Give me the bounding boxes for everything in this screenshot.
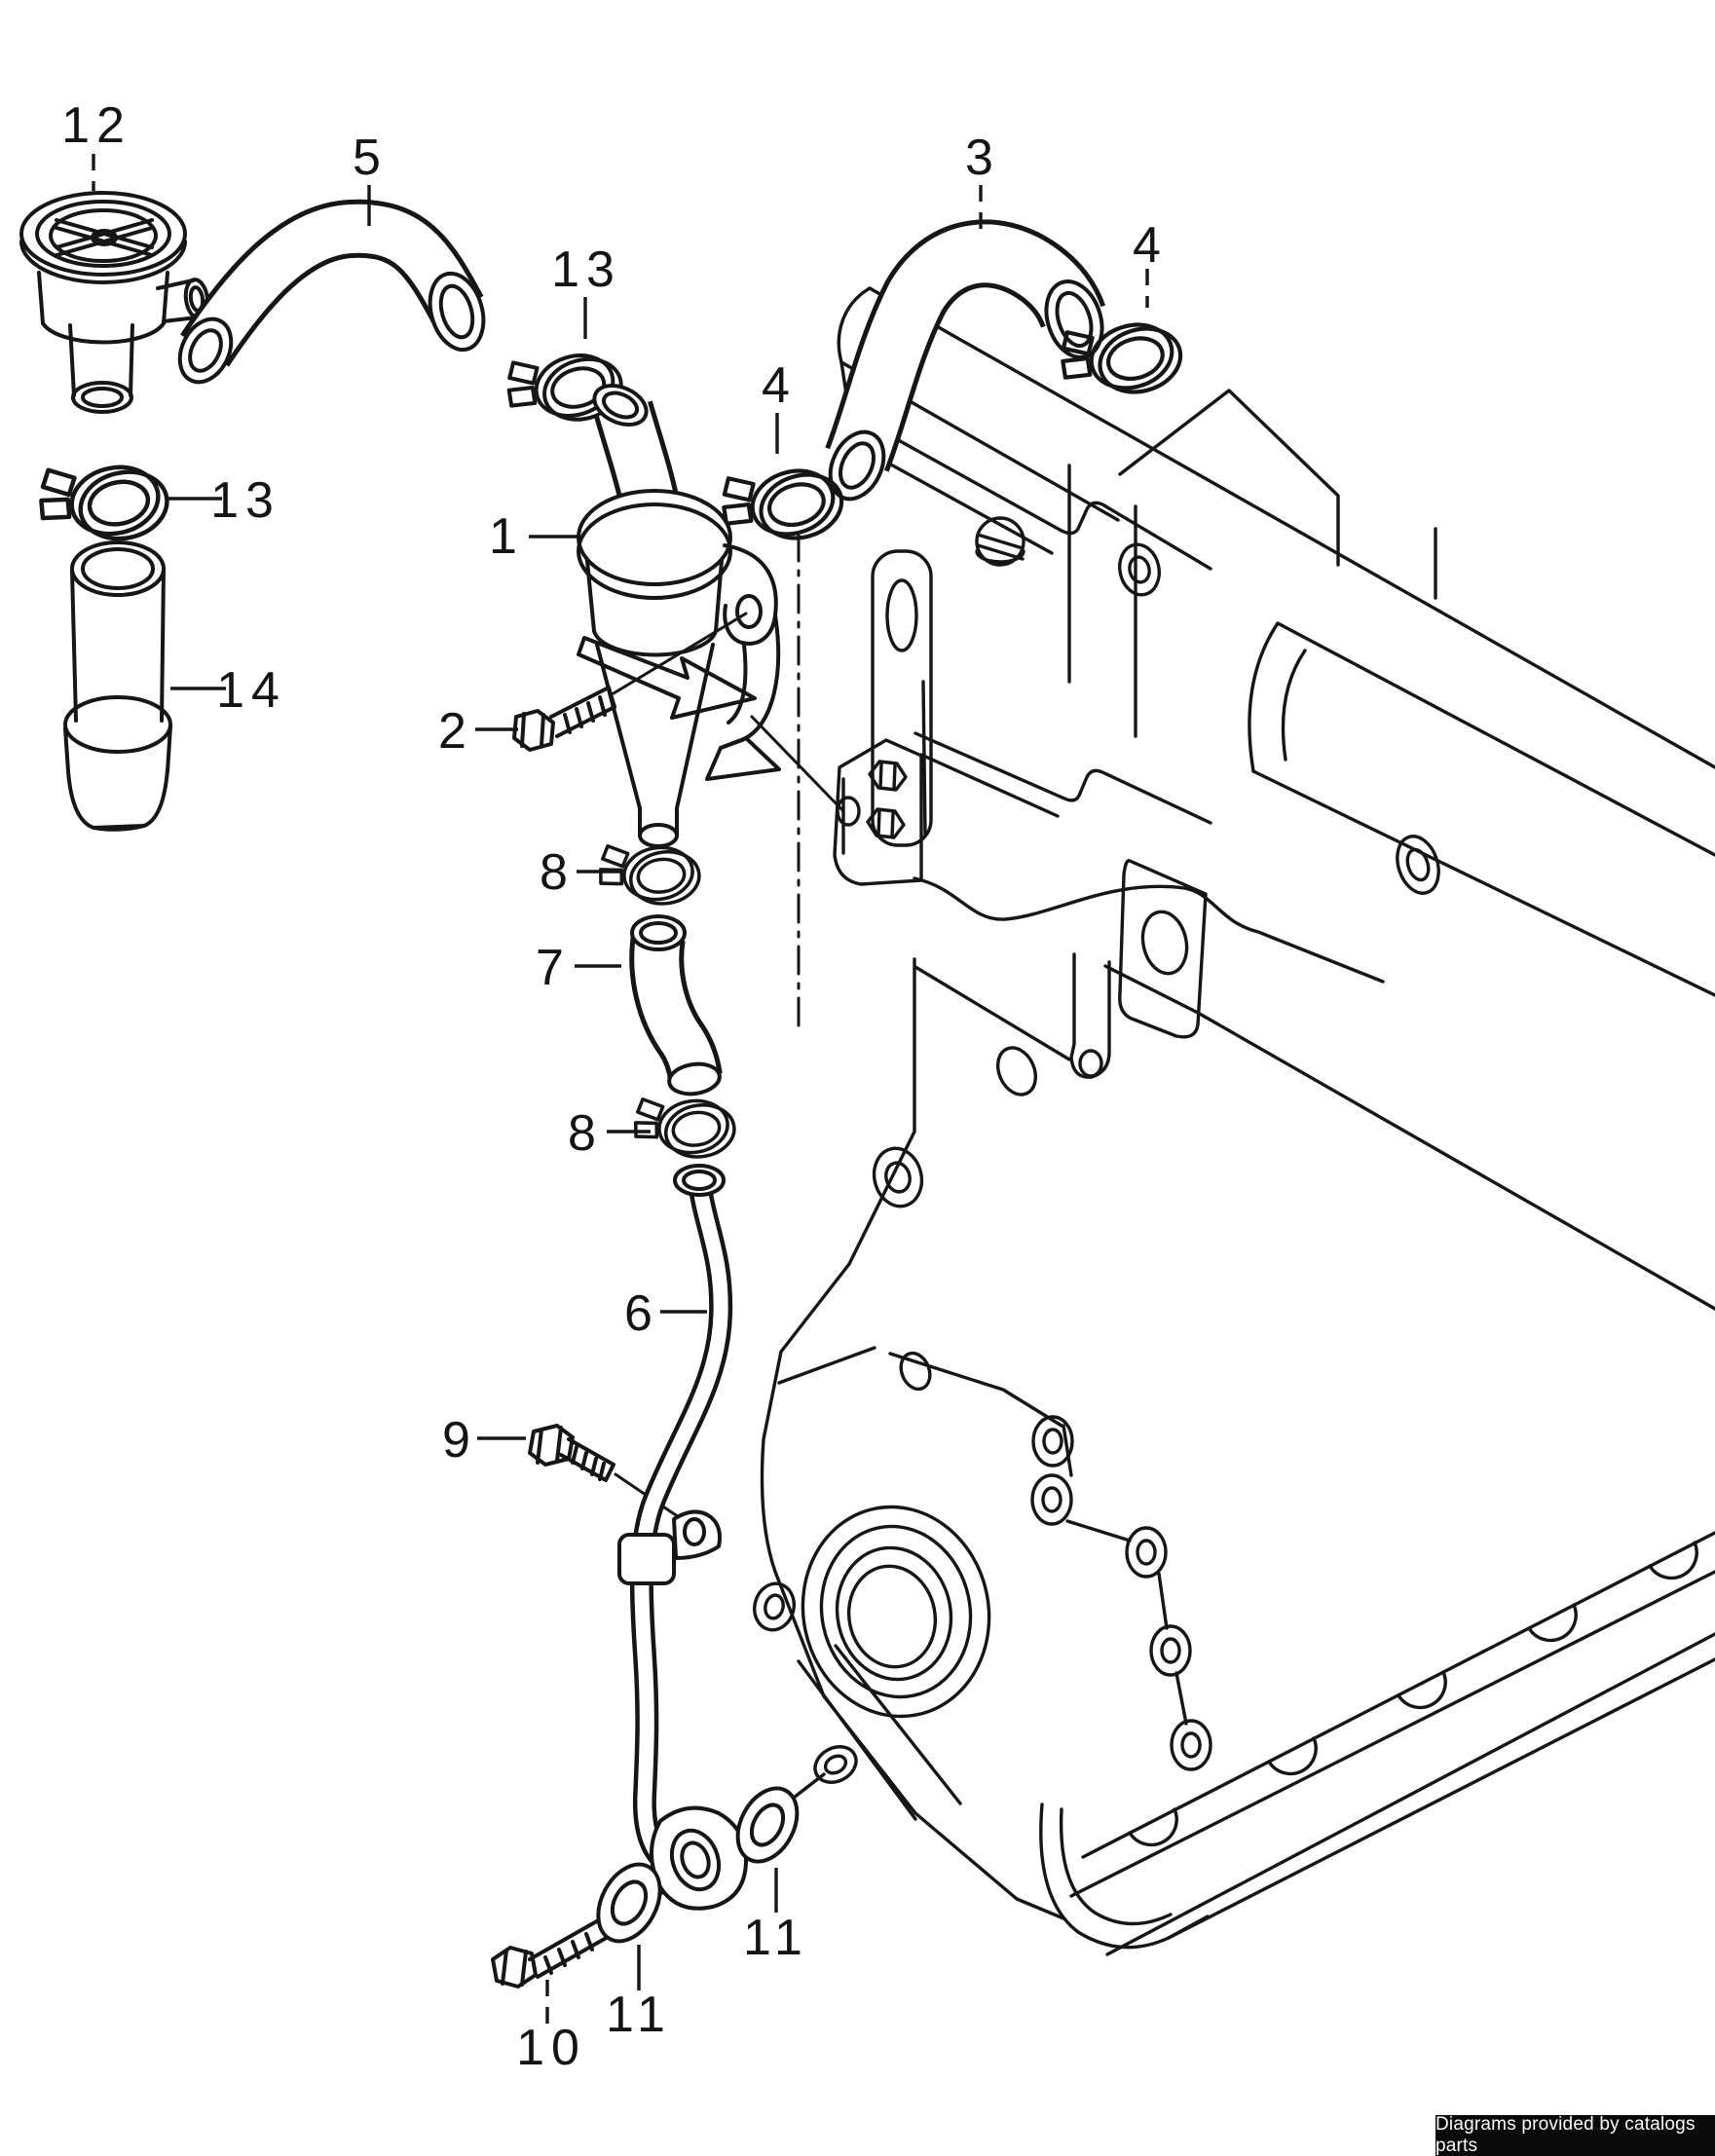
part-6-pipe	[617, 1164, 748, 1911]
bracket-axis-line	[750, 715, 845, 813]
part-10-banjo-bolt	[491, 1916, 612, 1989]
callout-label-6-13: 6	[624, 1285, 659, 1342]
part-8-clamp-lower	[629, 1085, 740, 1168]
part-11-washer-left	[596, 1862, 662, 1944]
callout-label-8-10: 8	[540, 844, 575, 901]
part-1-oil-separator	[577, 383, 781, 848]
provider-badge: Diagrams provided by catalogs parts	[1435, 2114, 1715, 2156]
part-4-clamp-left	[715, 450, 849, 557]
part-11-washer-right	[735, 1786, 800, 1864]
install-arrow	[577, 636, 757, 720]
callout-label-4-4: 4	[1133, 217, 1168, 274]
callout-label-3-3: 3	[965, 130, 1000, 186]
part-13-clamp-left	[33, 447, 173, 554]
callout-label-7-11: 7	[536, 940, 571, 996]
callout-label-11-15: 11	[743, 1910, 809, 1966]
callout-label-8-12: 8	[568, 1105, 603, 1162]
callout-label-14-8: 14	[216, 662, 286, 719]
callout-label-5-1: 5	[353, 130, 388, 186]
callout-label-4-5: 4	[762, 357, 797, 414]
part-5-hose	[177, 199, 486, 385]
callout-label-13-6: 13	[210, 472, 280, 529]
callout-layer: 12 5 13 3 4 4 13 1 14 2 8 7 8 6 9 11 11 10	[61, 97, 1168, 2076]
part-12-breather-valve	[19, 191, 210, 414]
callout-label-9-14: 9	[442, 1412, 477, 1468]
callout-label-13-2: 13	[551, 242, 621, 298]
part-14-tube	[63, 540, 172, 832]
valve-cross-grille	[55, 218, 154, 257]
callout-label-2-9: 2	[438, 703, 473, 760]
engine-block-art	[753, 286, 1715, 1956]
part-9-bolt	[528, 1424, 615, 1482]
callout-label-1-7: 1	[489, 508, 524, 565]
callout-label-11-16: 11	[606, 1987, 672, 2043]
callout-label-10-17: 10	[516, 2020, 586, 2076]
part-7-hose	[629, 914, 723, 1097]
callout-label-12-0: 12	[61, 97, 131, 154]
part-2-bolt	[512, 686, 616, 752]
